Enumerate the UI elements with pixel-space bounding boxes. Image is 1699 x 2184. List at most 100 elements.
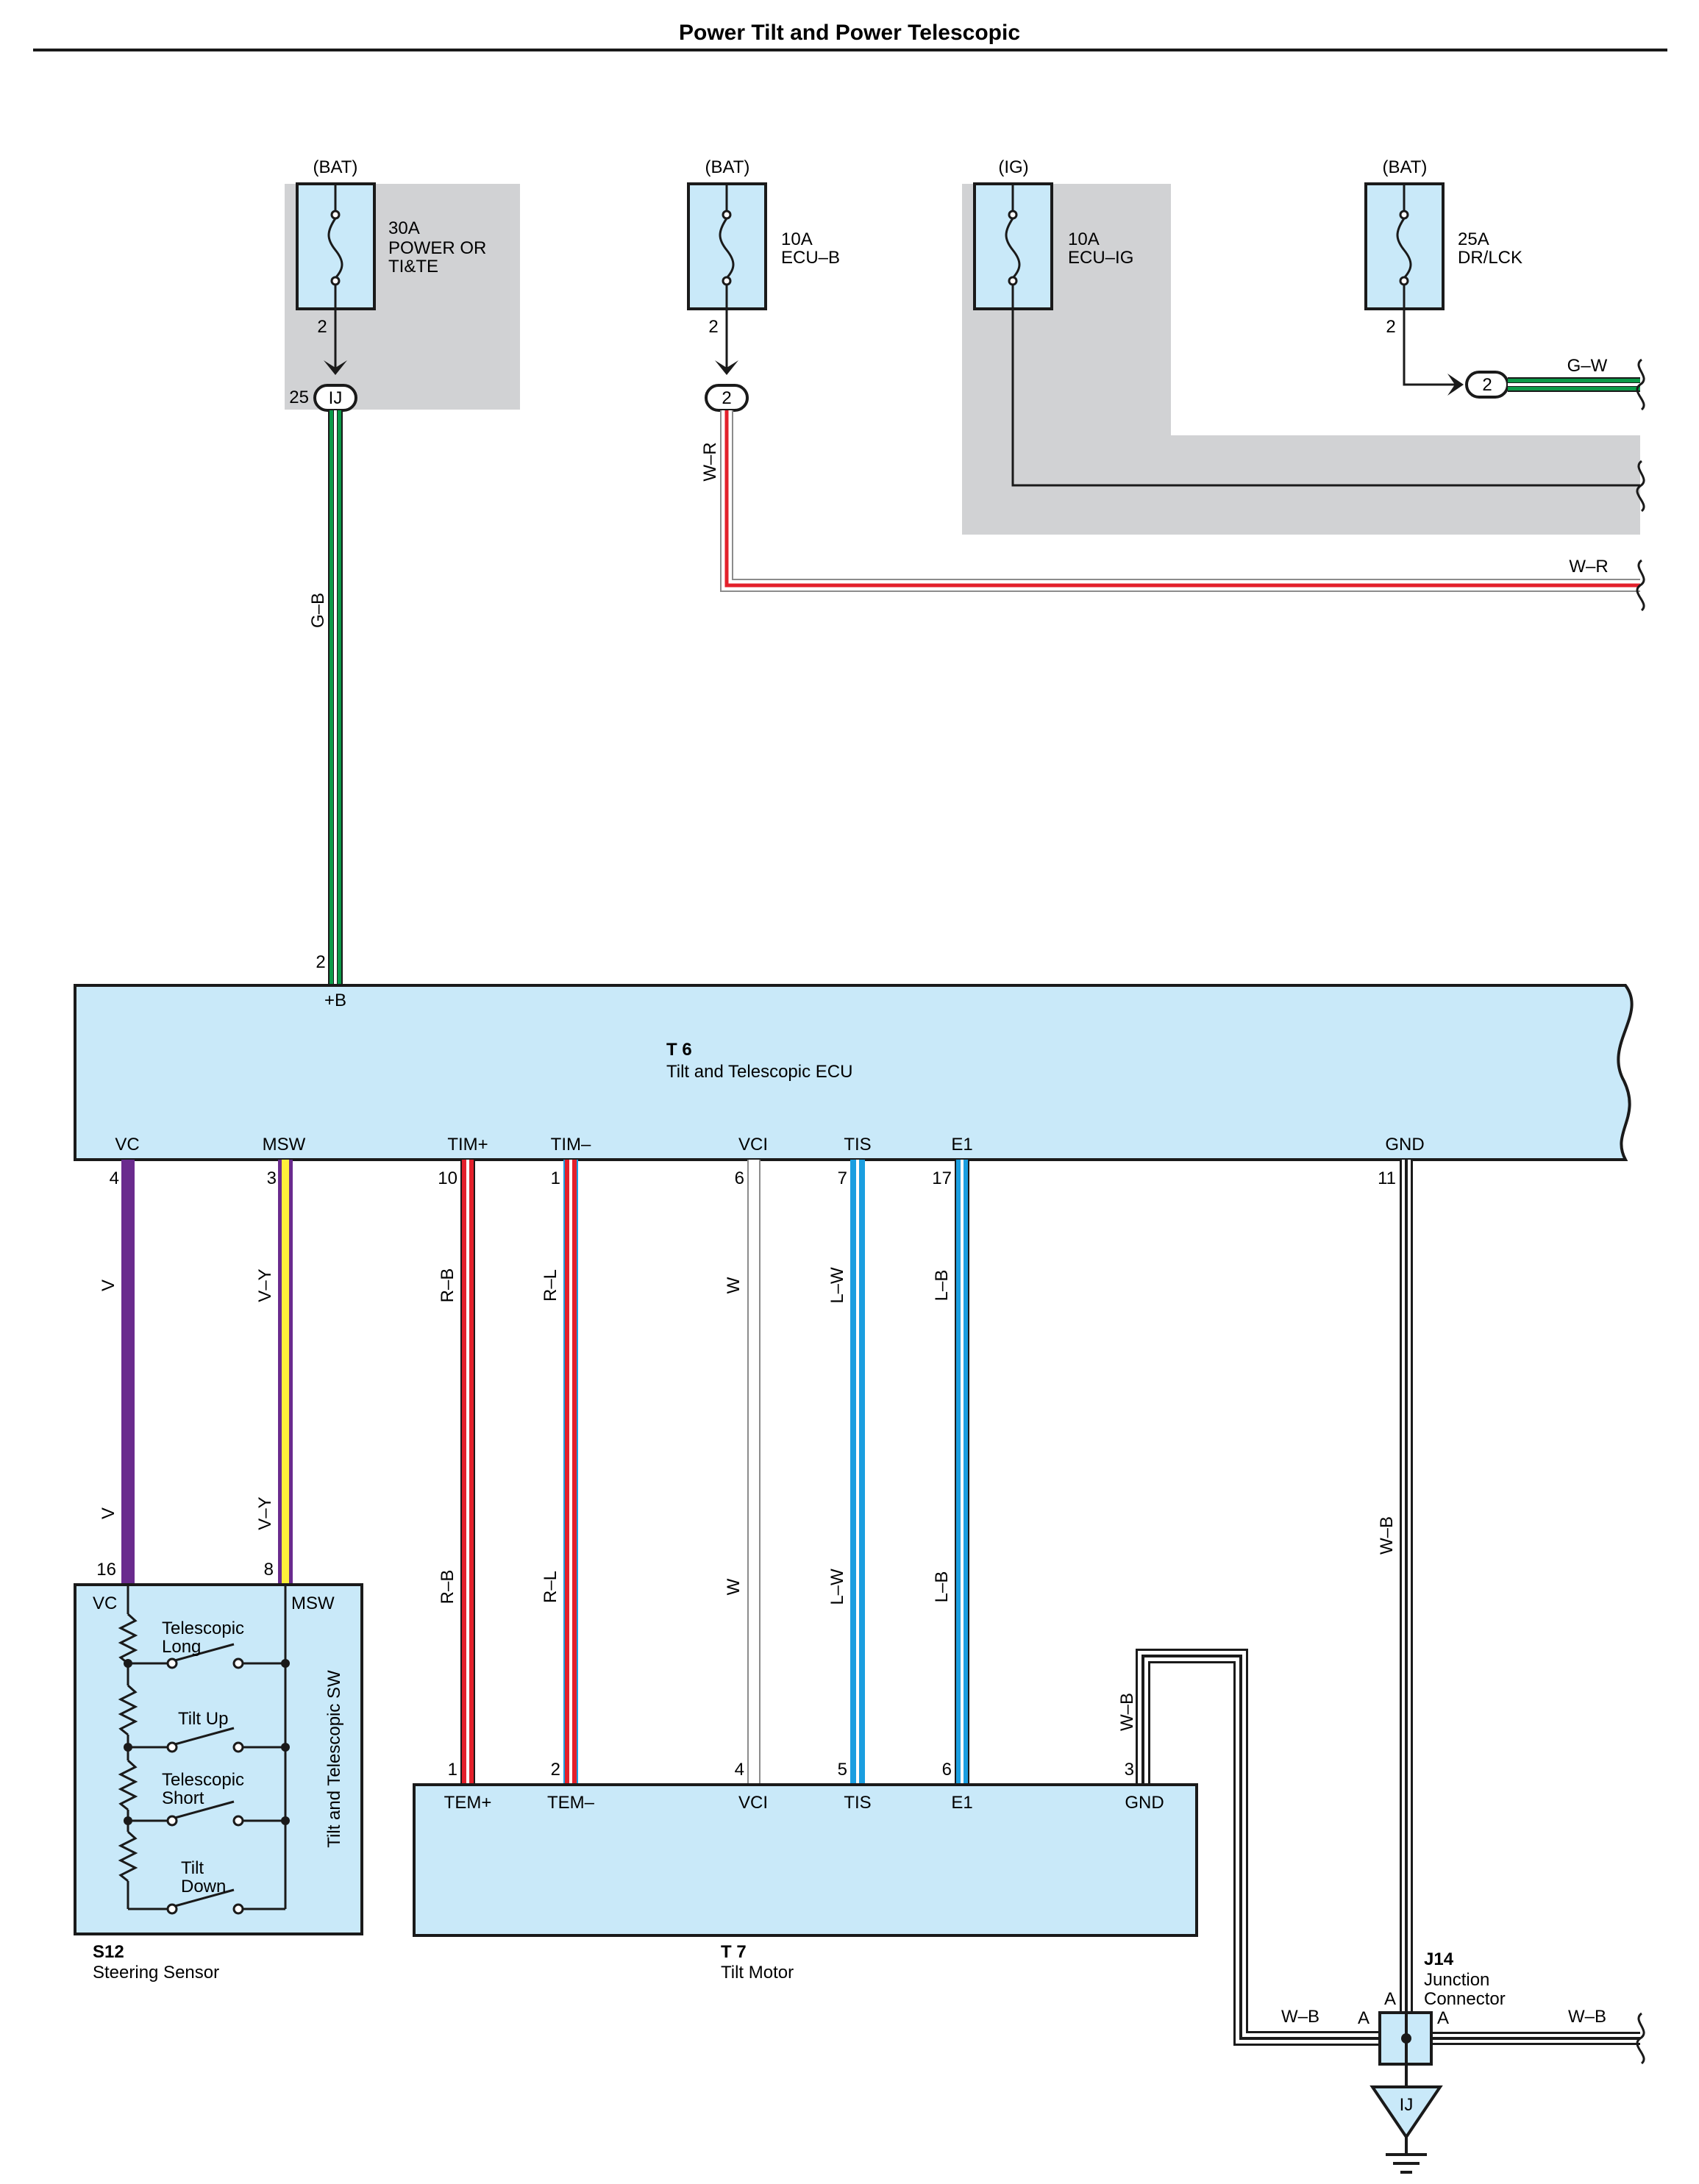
motor-pin-number: 6: [942, 1760, 952, 1780]
fuse-name-line: ECU–B: [781, 248, 840, 268]
fuse-pin-number: 2: [708, 317, 718, 337]
ground-connector-icon: [1369, 2085, 1443, 2140]
wire-code-label: W: [724, 1578, 744, 1595]
junction-pin-label: A: [1358, 2008, 1369, 2028]
sensor-pin-number: 8: [264, 1560, 274, 1580]
switch-tilt-down: Tilt Down: [128, 1858, 285, 1915]
wire-code-label: W–B: [1568, 2007, 1606, 2027]
motor-pin-label: TEM–: [547, 1793, 595, 1813]
motor-pin-label: GND: [1125, 1793, 1164, 1813]
fuse-icon: [1396, 184, 1412, 309]
switch-label: Tilt Up: [178, 1709, 228, 1729]
wire-code-label: V: [99, 1280, 118, 1291]
wire-code-label: R–L: [541, 1269, 560, 1302]
motor-pin-label: TEM+: [444, 1793, 492, 1813]
motor-pin-number: 5: [838, 1760, 847, 1780]
continuation-break-icon: [1636, 460, 1645, 513]
inline-connector-ij: IJ: [313, 384, 357, 412]
wire-l-b: [955, 1160, 969, 1785]
sensor-pin-label: MSW: [291, 1594, 335, 1613]
switch-label: Tilt: [181, 1858, 204, 1878]
wire-code-label: G–B: [308, 593, 328, 628]
switch-label: Long: [162, 1637, 201, 1657]
wire-w-b-motor-gnd: [1136, 1649, 1406, 2046]
wire-ecu-ig: [1011, 309, 1640, 487]
ground-connector-id: IJ: [1400, 2095, 1414, 2115]
sensor-pin-number: 16: [96, 1560, 116, 1580]
wire-w-b-j14-right: [1424, 2032, 1640, 2045]
connector-id: 2: [722, 388, 731, 408]
wire-code-label: L–B: [932, 1571, 952, 1603]
switch-telescopic-short: Telescopic Short: [124, 1770, 290, 1827]
switch-label: Telescopic: [162, 1619, 244, 1638]
wire-w-b-ecu-gnd: [1400, 1160, 1413, 2013]
ecu-pin-label: VCI: [738, 1135, 768, 1155]
wire-g-w: [1508, 377, 1640, 392]
ecu-pin-number: 4: [110, 1168, 119, 1188]
sensor-pin-label: VC: [93, 1594, 117, 1613]
junction-connector: [1378, 2011, 1433, 2066]
ground-icon: [1386, 2137, 1427, 2174]
fuse-dr-lck: (BAT) 25A DR/LCK 2: [1364, 157, 1522, 337]
connector-id: IJ: [329, 388, 343, 408]
ecu-top-pin-number: 2: [316, 952, 325, 972]
wire-code-label: G–W: [1567, 356, 1608, 376]
wire-w-r: [720, 410, 1640, 592]
wire-code-label: L–W: [827, 1267, 847, 1304]
wire-code-label: V–Y: [255, 1496, 275, 1530]
connector-arrow-icon: [324, 360, 347, 375]
junction-pin-label: A: [1437, 2008, 1449, 2028]
motor-id: T 7: [721, 1942, 747, 1962]
ecu-body: [74, 984, 1634, 1161]
motor-pin-label: E1: [951, 1793, 972, 1813]
wire-code-label: R–B: [438, 1268, 457, 1303]
switch-telescopic-long: Telescopic Long: [124, 1619, 290, 1669]
wire-code-label: W: [724, 1277, 744, 1293]
ecu-id: T 6: [666, 1040, 692, 1060]
continuation-break-icon: [1636, 358, 1645, 411]
wire-code-label: R–L: [541, 1571, 560, 1603]
wire-code-label: W–R: [700, 442, 720, 481]
motor-body: [413, 1783, 1198, 1937]
switch-label: Short: [162, 1788, 204, 1808]
wire-w: [747, 1160, 761, 1785]
ecu-pin-label: TIS: [844, 1135, 871, 1155]
wire-r-b: [460, 1160, 475, 1785]
ecu-pin-number: 17: [932, 1168, 952, 1188]
ecu-pin-label: TIM+: [447, 1135, 488, 1155]
wire-code-label: L–W: [827, 1569, 847, 1605]
connector-pin-number: 25: [289, 388, 309, 407]
fuse-pin-number: 2: [317, 317, 327, 337]
sensor-id: S12: [93, 1942, 124, 1962]
wire-fuse4-lead: [1403, 309, 1455, 386]
fuse-rating: 10A: [1068, 229, 1100, 249]
motor-pin-number: 2: [551, 1760, 560, 1780]
connector-id: 2: [1482, 375, 1492, 395]
junction-pin-label: A: [1384, 1989, 1396, 2009]
wire-l-w: [850, 1160, 865, 1785]
shade-area-fuse3: [962, 184, 1640, 535]
motor-name: Tilt Motor: [721, 1963, 794, 1983]
fuse-pin-number: 2: [1386, 317, 1395, 337]
motor-pin-number: 1: [448, 1760, 457, 1780]
fuse-name-line: POWER OR: [388, 238, 486, 258]
fuse-source-label: (BAT): [1383, 157, 1428, 177]
fuse-rating: 25A: [1458, 229, 1489, 249]
wire-code-label: W–B: [1281, 2007, 1319, 2027]
wire-code-label: R–B: [438, 1570, 457, 1605]
fuse-name-line: DR/LCK: [1458, 248, 1522, 268]
motor-pin-label: TIS: [844, 1793, 871, 1813]
fuse-ecu-b: (BAT) 10A ECU–B 2: [687, 157, 840, 337]
wire-code-label: W–R: [1569, 557, 1608, 577]
ecu-pin-label: GND: [1385, 1135, 1424, 1155]
junction-id: J14: [1424, 1949, 1454, 1969]
fuse-icon: [327, 184, 343, 309]
switch-label: Down: [181, 1877, 226, 1896]
ecu-pin-label: VC: [115, 1135, 139, 1155]
ecu-pin-number: 7: [838, 1168, 847, 1188]
wire-g-b: [328, 410, 343, 985]
junction-name-line: Junction: [1424, 1970, 1489, 1990]
ecu-name: Tilt and Telescopic ECU: [666, 1062, 852, 1082]
wire-r-l: [563, 1160, 578, 1785]
ecu-pin-label: MSW: [263, 1135, 306, 1155]
